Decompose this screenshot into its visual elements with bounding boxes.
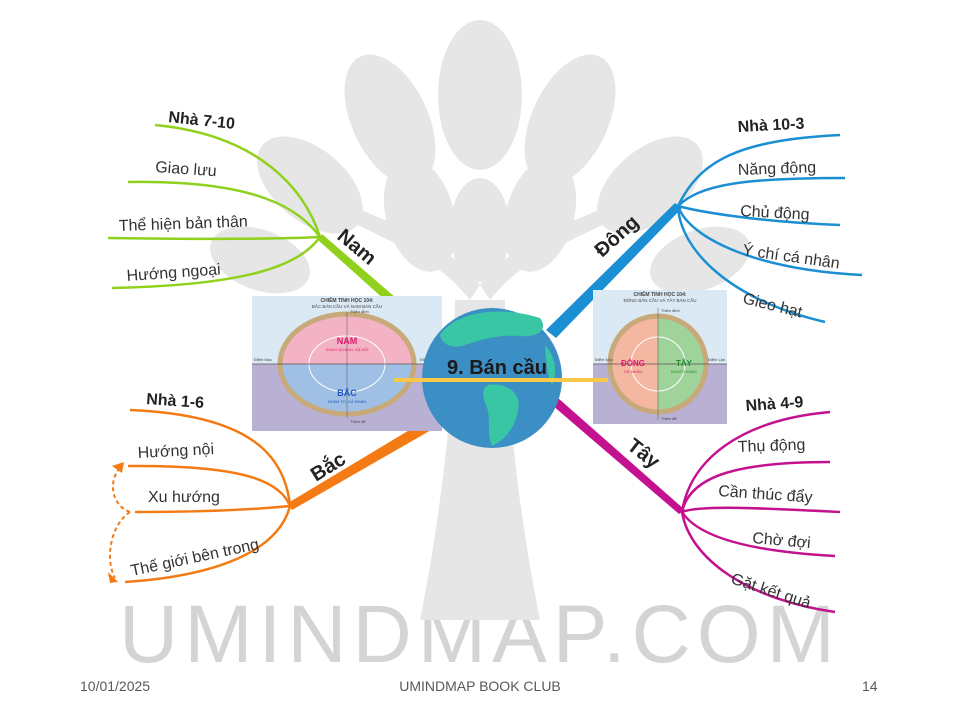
tay-item-1: Thụ động bbox=[738, 437, 806, 456]
branch-dong-connector-3 bbox=[676, 205, 863, 277]
branch-nam-connector-2 bbox=[107, 235, 321, 241]
branch-tay-connector-0 bbox=[680, 410, 831, 513]
branch-tay-trunk bbox=[552, 398, 685, 514]
nam-item-0: Nhà 7-10 bbox=[168, 109, 236, 133]
footer-title: UMINDMAP BOOK CLUB bbox=[399, 678, 561, 694]
branch-dong[interactable]: Đông Nhà 10-3 Năng động Chủ động Ý chí c… bbox=[546, 116, 863, 338]
left-wheel-top-label: NAM bbox=[337, 336, 358, 346]
tay-item-0: Nhà 4-9 bbox=[745, 394, 804, 415]
left-wheel-top-sub: XUNG QUANH, XÃ HỘI bbox=[326, 347, 369, 352]
left-wheel-nadir: Thiên để bbox=[350, 419, 366, 424]
branch-bac-connector-2 bbox=[134, 504, 291, 514]
right-wheel-zenith: Thiên đỉnh bbox=[661, 308, 680, 313]
bac-arrowhead-1 bbox=[112, 462, 124, 473]
footer-date: 10/01/2025 bbox=[80, 678, 151, 694]
right-wheel-left-label: ĐÔNG bbox=[621, 359, 645, 368]
right-wheel-left-sub: CÁ NHÂN bbox=[624, 369, 642, 374]
left-wheel-image: CHIÊM TINH HỌC 104: BẮC BÁN CẦU VÀ NAM B… bbox=[252, 296, 442, 431]
branch-nam-connector-0 bbox=[154, 123, 322, 238]
branch-bac-connector-1 bbox=[127, 464, 292, 507]
bac-item-2: Xu hướng bbox=[148, 489, 220, 506]
dong-item-0: Nhà 10-3 bbox=[737, 116, 805, 136]
branch-bac-connector-3 bbox=[124, 505, 292, 584]
tay-item-4: Gặt kết quả bbox=[729, 571, 813, 613]
dong-item-1: Năng động bbox=[738, 159, 817, 179]
branch-tay-connector-1 bbox=[680, 460, 831, 513]
branch-tay-connector-4 bbox=[680, 511, 836, 614]
tay-item-2: Cần thúc đẩy bbox=[718, 482, 813, 507]
branch-dong-connector-2 bbox=[677, 204, 841, 227]
left-wheel-title2: BẮC BÁN CẦU VÀ NAM BÁN CẦU bbox=[312, 302, 382, 309]
globe-land-bottom bbox=[483, 384, 519, 446]
branch-tay[interactable]: Tây Nhà 4-9 Thụ động Cần thúc đẩy Chờ đợ… bbox=[552, 394, 841, 614]
dong-item-4: Gieo hạt bbox=[741, 290, 804, 321]
tree-background-icon bbox=[210, 20, 750, 620]
branch-tay-connector-2 bbox=[681, 506, 841, 514]
footer-page-number: 14 bbox=[862, 678, 878, 694]
globe-land-right bbox=[545, 345, 556, 385]
branch-bac[interactable]: Bắc Nhà 1-6 Hướng nội Xu hướng Thế giới … bbox=[108, 391, 452, 584]
tay-item-3: Chờ đợi bbox=[752, 530, 812, 552]
branch-bac-connector-0 bbox=[129, 408, 292, 507]
center-title: 9. Bán cầu bbox=[447, 357, 547, 379]
branch-dong-connector-1 bbox=[677, 176, 846, 207]
dong-item-2: Chủ động bbox=[740, 203, 810, 224]
left-wheel-zenith: Thiên đỉnh bbox=[350, 309, 369, 314]
branch-dong-connector-4 bbox=[676, 205, 826, 324]
bac-item-0: Nhà 1-6 bbox=[146, 391, 205, 412]
left-wheel-bottom-label: BẮC bbox=[337, 388, 357, 398]
right-wheel-right-sub: NGƯỜI KHÁC bbox=[671, 369, 697, 374]
branch-dong-connector-0 bbox=[676, 133, 841, 207]
branch-nam[interactable]: Nam Nhà 7-10 Giao lưu Thể hiện bản thân … bbox=[107, 109, 447, 352]
nam-item-1: Giao lưu bbox=[155, 159, 217, 180]
right-wheel-title1: CHIÊM TINH HỌC 104: bbox=[633, 290, 686, 298]
branch-tay-connector-3 bbox=[680, 511, 836, 558]
right-wheel-right-label: TÂY bbox=[676, 359, 693, 368]
globe-land-top bbox=[440, 311, 544, 347]
nam-item-2: Thể hiện bản thân bbox=[119, 213, 249, 235]
center-globe-icon[interactable]: 9. Bán cầu bbox=[394, 308, 608, 448]
right-wheel-asc: Điểm Mọc bbox=[595, 357, 613, 362]
right-wheel-dsc: Điểm Lặn bbox=[708, 357, 725, 362]
branch-bac-trunk bbox=[288, 408, 452, 510]
left-wheel-asc: Điểm Mọc bbox=[254, 357, 272, 362]
bac-arrowhead-2 bbox=[108, 572, 118, 583]
bac-dashed-arrow-2 bbox=[109, 511, 131, 579]
left-wheel-title1: CHIÊM TINH HỌC 104: bbox=[320, 296, 373, 304]
branch-nam-connector-3 bbox=[111, 236, 322, 290]
right-wheel-nadir: Thiên để bbox=[661, 416, 677, 421]
bac-dashed-arrow-1 bbox=[111, 465, 131, 513]
left-wheel-bottom-sub: NHÂN TỐ, CÁ NHÂN bbox=[328, 399, 366, 404]
right-wheel-image: CHIÊM TINH HỌC 104: ĐÔNG BÁN CẦU VÀ TÂY … bbox=[593, 290, 727, 424]
branch-nam-connector-1 bbox=[127, 180, 322, 238]
branch-dong-trunk bbox=[546, 203, 682, 338]
nam-item-3: Hướng ngoại bbox=[126, 261, 221, 285]
bac-item-1: Hướng nội bbox=[137, 441, 214, 462]
right-wheel-title2: ĐÔNG BÁN CẦU VÀ TÂY BÁN CẦU bbox=[623, 297, 696, 303]
